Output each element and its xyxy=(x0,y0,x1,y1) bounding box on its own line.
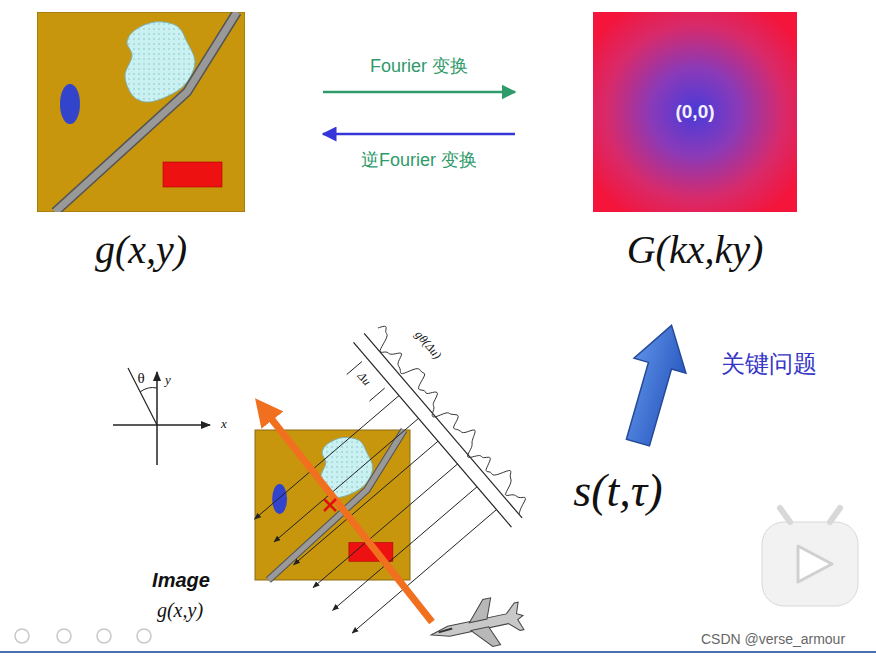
map-ground xyxy=(37,12,245,212)
transform-label: 逆Fourier 变换 xyxy=(358,148,480,172)
y-axis xyxy=(156,372,158,465)
toolbar-icon xyxy=(137,629,151,643)
toolbar-icon xyxy=(57,629,71,643)
lake-ellipse xyxy=(60,84,80,124)
delta-tick xyxy=(369,388,384,401)
origin-label: (0,0) xyxy=(675,101,714,123)
toolbar-icon xyxy=(15,629,29,643)
flight-path-arrow xyxy=(262,407,432,622)
spectrum-label: G(kx,ky) xyxy=(627,226,764,273)
sample-spacing: Δu xyxy=(354,370,374,390)
red-building xyxy=(163,162,222,187)
airplane xyxy=(426,592,528,656)
toolbar-icon xyxy=(97,629,111,643)
echo-signal: s(t,τ) xyxy=(573,464,662,517)
play-icon xyxy=(762,508,858,606)
axis-label: x xyxy=(221,416,227,432)
spatial-image: g(x,y) xyxy=(37,12,245,212)
frequency-image: (0,0)G(kx,ky) xyxy=(593,12,797,212)
axis-label: y xyxy=(165,372,171,388)
fourier-arrow xyxy=(323,91,515,94)
angle-arc xyxy=(140,388,157,393)
map-picture xyxy=(37,12,245,212)
projection-label: gθ(Δu) xyxy=(411,327,444,362)
watermark: CSDN @verse_armour xyxy=(701,631,845,647)
projection-ray xyxy=(255,396,399,519)
x-axis xyxy=(113,424,210,426)
road-edge xyxy=(55,12,237,212)
image-formula: g(x,y) xyxy=(157,599,203,622)
projection-profile xyxy=(378,326,525,514)
detector-line xyxy=(354,342,512,527)
lake-ellipse xyxy=(272,484,287,514)
image-label: g(x,y) xyxy=(95,226,187,273)
projection-ray xyxy=(313,464,457,588)
connector-span xyxy=(245,92,593,93)
image-caption: Image xyxy=(152,569,210,592)
angle-line xyxy=(128,368,157,425)
connector-span xyxy=(245,134,593,135)
inverse-fourier-arrow xyxy=(323,133,515,136)
bottom-rule xyxy=(0,651,876,653)
key-problem-arrow xyxy=(612,318,698,450)
key-problem-label: 关键问题 xyxy=(721,348,817,380)
profile-baseline xyxy=(364,333,522,518)
projection-ray xyxy=(294,441,438,565)
transform-label: Fourier 变换 xyxy=(367,54,471,78)
target-mark xyxy=(324,499,336,511)
angle-symbol: θ xyxy=(137,370,144,387)
road xyxy=(55,12,237,212)
projection-ray xyxy=(274,418,418,542)
